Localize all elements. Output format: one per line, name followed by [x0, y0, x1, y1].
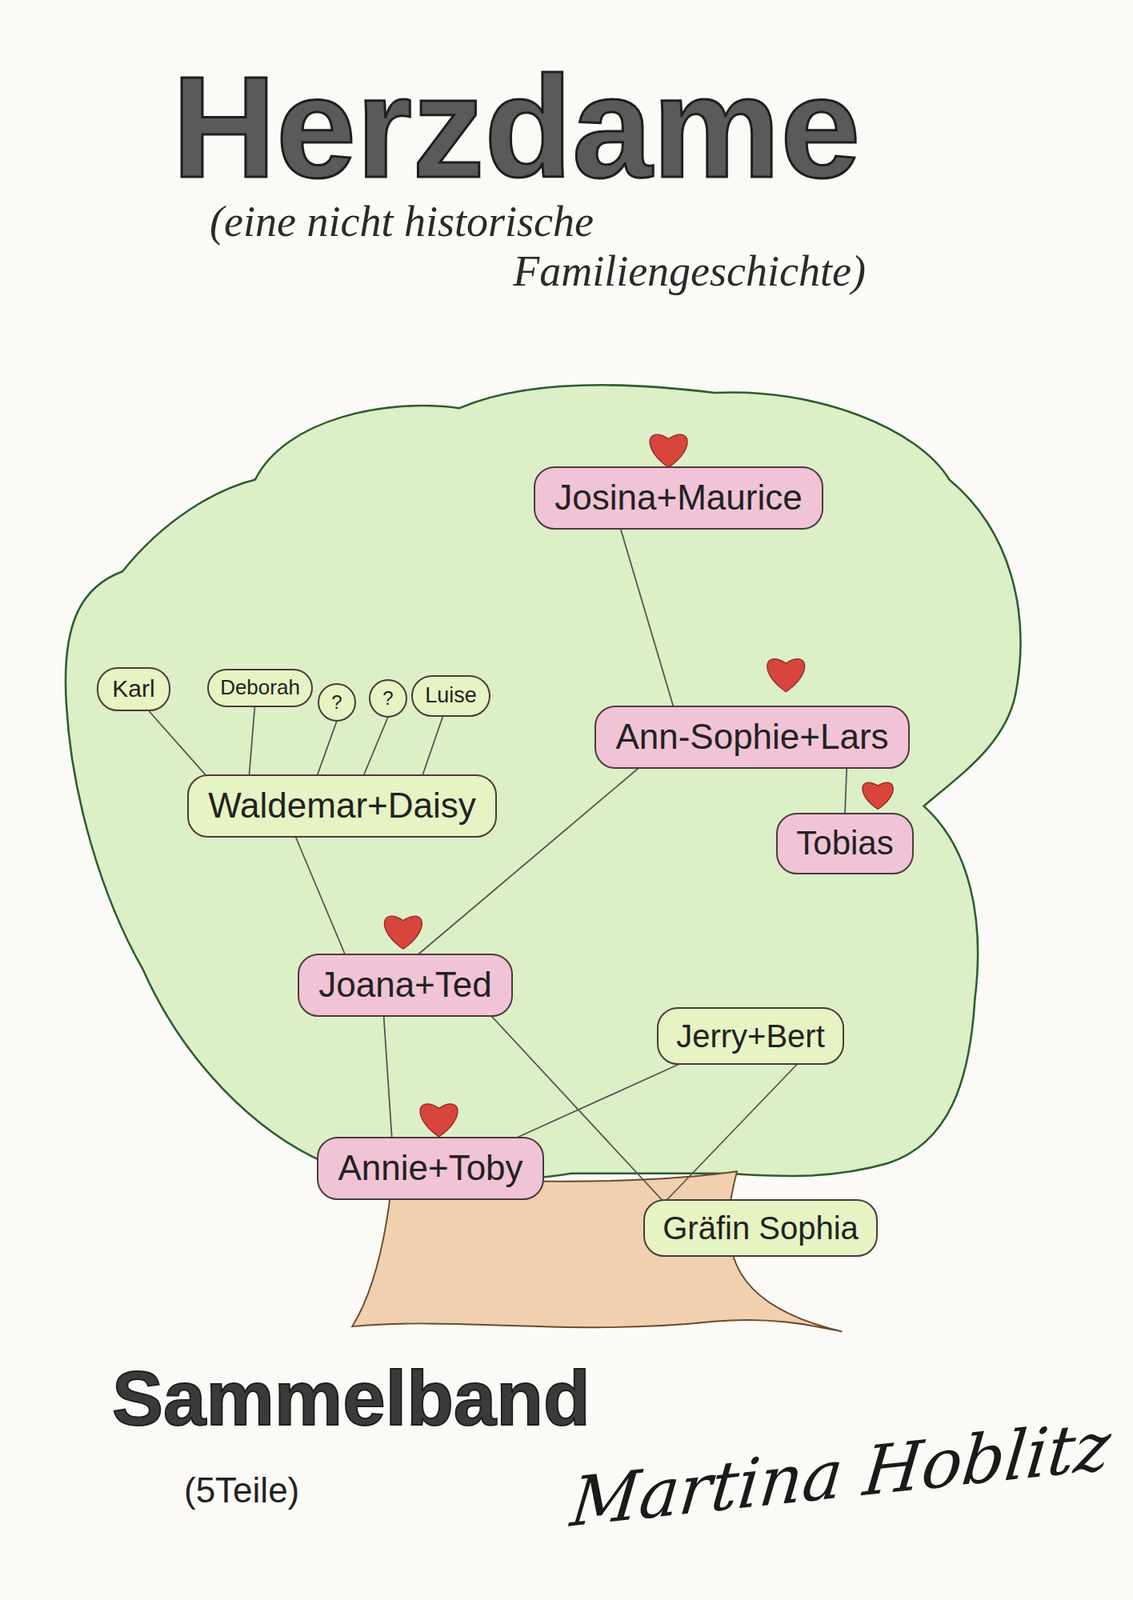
person-name: Deborah — [220, 676, 301, 701]
family-line — [148, 710, 206, 776]
author-signature: Martina Hoblitz — [567, 1406, 1115, 1542]
family-line — [364, 716, 389, 776]
person-box: Tobias — [776, 812, 914, 875]
person-name: Annie+Toby — [337, 1148, 523, 1190]
title: Herzdame — [172, 48, 861, 207]
person-name: Josina+Maurice — [554, 477, 802, 519]
family-line — [516, 1064, 680, 1138]
person-box: Deborah — [207, 668, 313, 708]
person-name: Tobias — [796, 824, 893, 863]
person-box: Annie+Toby — [316, 1137, 545, 1201]
heart — [767, 659, 805, 693]
person-circle: ? — [368, 679, 408, 718]
heart — [649, 434, 688, 468]
person-name: Karl — [112, 675, 155, 704]
family-line — [666, 1064, 797, 1201]
person-name: ? — [382, 687, 393, 710]
person-box: Jerry+Bert — [656, 1007, 845, 1065]
person-box: Josina+Maurice — [533, 466, 824, 530]
person-name: ? — [331, 691, 342, 714]
family-line — [620, 528, 674, 707]
person-circle: ? — [317, 683, 357, 722]
person-name: Waldemar+Daisy — [208, 785, 477, 827]
person-name: Gräfin Sophia — [662, 1209, 859, 1247]
person-name: Ann-Sophie+Lars — [615, 716, 889, 758]
family-line — [422, 716, 443, 776]
family-line — [248, 706, 255, 776]
family-line — [317, 720, 337, 776]
person-box: Waldemar+Daisy — [187, 774, 497, 838]
person-box: Ann-Sophie+Lars — [594, 705, 910, 769]
family-line — [384, 1016, 393, 1138]
person-name: Jerry+Bert — [676, 1017, 825, 1055]
subtitle: (eine nicht historische Familiengeschich… — [209, 196, 866, 297]
heart — [420, 1104, 458, 1138]
person-box: Luise — [411, 675, 491, 717]
family-line — [844, 768, 847, 814]
person-box: Gräfin Sophia — [643, 1199, 878, 1258]
volume-title: Sammelband — [112, 1356, 591, 1442]
tree-canopy — [65, 384, 1021, 1181]
heart — [862, 782, 893, 809]
person-name: Luise — [424, 683, 477, 709]
heart — [384, 916, 422, 949]
family-line — [295, 836, 345, 955]
person-name: Joana+Ted — [318, 964, 493, 1006]
person-box: Karl — [96, 667, 171, 712]
parts-note: (5Teile) — [184, 1470, 300, 1512]
person-box: Joana+Ted — [297, 953, 513, 1017]
